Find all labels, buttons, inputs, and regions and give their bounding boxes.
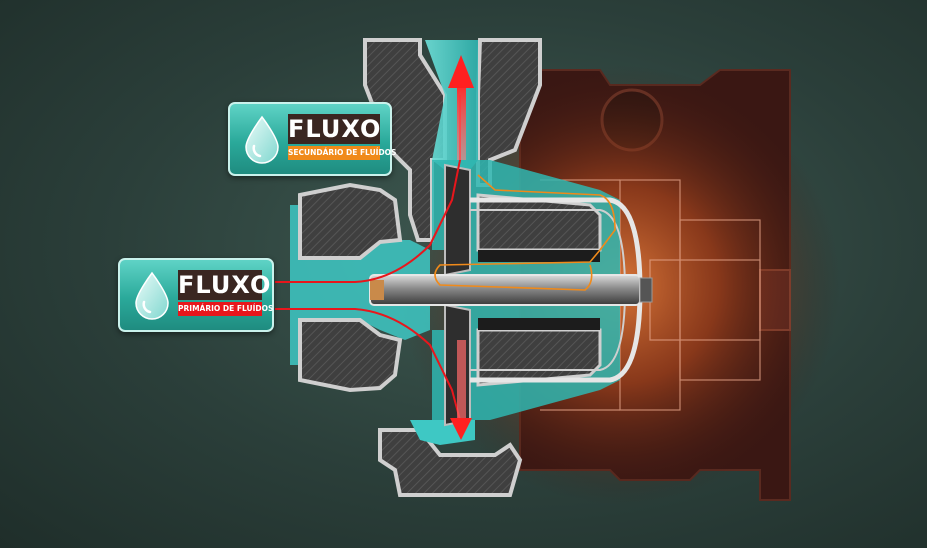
volute-fluid [290,205,430,365]
primary-flow-subtitle: PRIMÁRIO DE FLUÍDOS [178,302,273,316]
flow-arrow-up-icon [448,55,474,160]
rotor-magnets [476,193,602,387]
flow-arrow-down-icon [450,340,472,440]
shaft [369,274,653,306]
primary-flow-lines [275,95,461,421]
secondary-flow-lines [434,174,616,291]
water-drop-icon [245,115,279,164]
suction-casing-upper [298,182,403,260]
secondary-flow-label: FLUXO SECUNDÁRIO DE FLUÍDOS [228,102,396,176]
water-drop-icon [135,271,169,320]
primary-flow-title: FLUXO [178,270,272,300]
secondary-flow-subtitle: SECUNDÁRIO DE FLUÍDOS [288,146,396,160]
secondary-flow-title: FLUXO [288,114,382,144]
suction-casing-lower [298,318,403,393]
primary-flow-label: FLUXO PRIMÁRIO DE FLUÍDOS [118,258,274,332]
